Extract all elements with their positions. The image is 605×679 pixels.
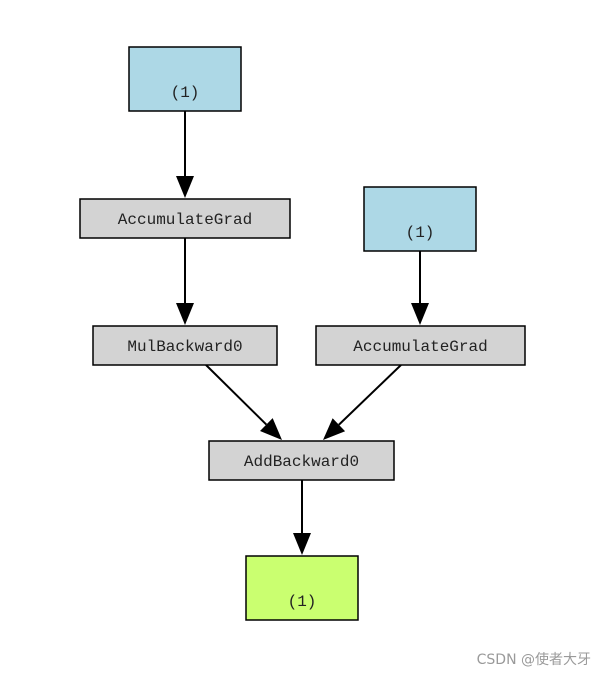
watermark: CSDN @使者大牙 [476,652,591,668]
node-accum-a: AccumulateGrad [79,198,291,239]
node-output: (1) [245,555,359,621]
node-label-output: (1) [288,593,317,611]
nodes-layer: (1) AccumulateGrad (1) MulBackward0 Accumula… [79,46,526,621]
node-box-add [208,440,395,481]
node-label-leaf-a: (1) [171,84,200,102]
node-accum-b: AccumulateGrad [315,325,526,366]
node-label-mul: MulBackward0 [127,338,242,356]
node-box-accum-a [79,198,291,239]
node-leaf-b: (1) [363,186,477,252]
arrowhead-leaf-b-to-accum-b [411,303,429,325]
node-box-mul [92,325,278,366]
node-box-leaf-b [363,186,477,252]
node-box-output [245,555,359,621]
node-label-leaf-b: (1) [406,224,435,242]
node-box-accum-b [315,325,526,366]
node-mul: MulBackward0 [92,325,278,366]
arrowhead-leaf-a-to-accum-a [176,176,194,198]
node-box-leaf-a [128,46,242,112]
node-leaf-a: (1) [128,46,242,112]
node-label-accum-b: AccumulateGrad [353,338,487,356]
edges-layer [176,111,429,555]
edge-mul-to-add [205,364,268,426]
edge-accum-b-to-add [338,364,402,426]
node-label-add: AddBackward0 [244,453,359,471]
arrowhead-accum-b-to-add [323,418,346,440]
node-label-accum-a: AccumulateGrad [118,211,252,229]
node-add: AddBackward0 [208,440,395,481]
arrowhead-accum-a-to-mul [176,303,194,325]
arrowhead-mul-to-add [260,418,282,440]
arrowhead-add-to-output [293,533,311,555]
